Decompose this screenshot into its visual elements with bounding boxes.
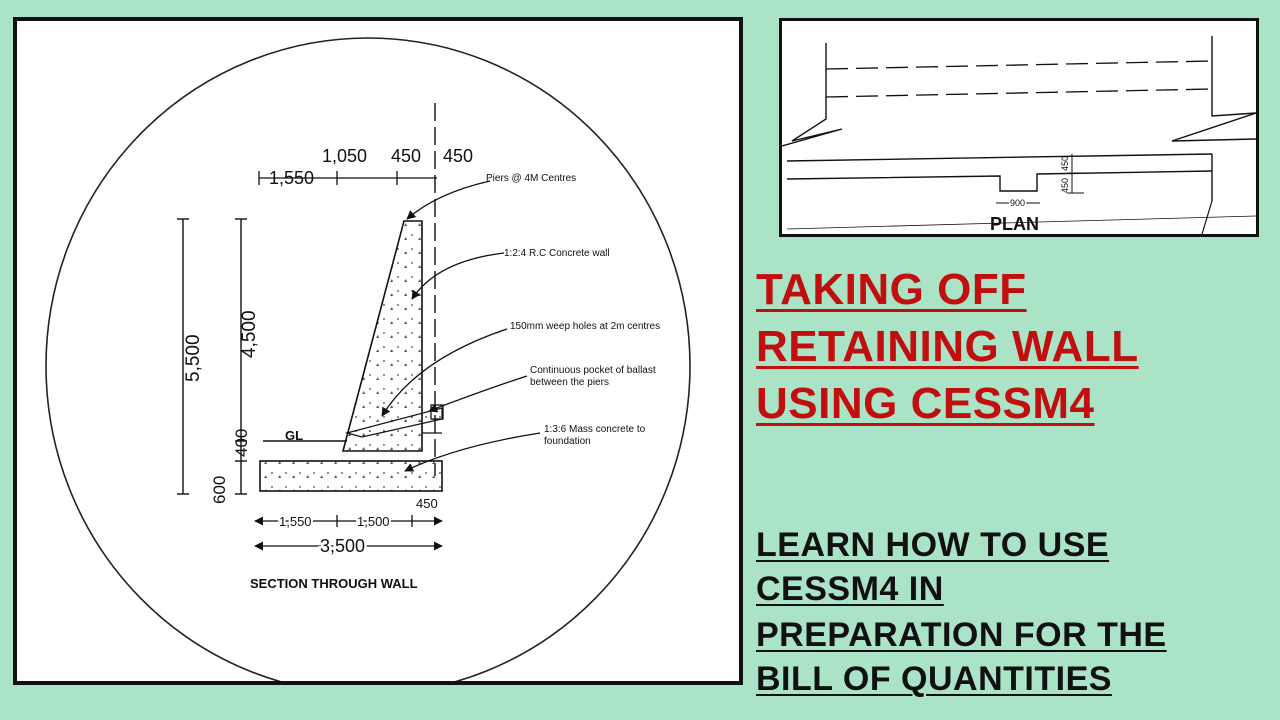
foundation-base xyxy=(259,460,443,492)
section-title: SECTION THROUGH WALL xyxy=(250,576,418,591)
top-dim-a: 1,050 xyxy=(322,146,367,166)
bottom-dim-toe: 450 xyxy=(416,496,438,511)
left-dim-foundation: 600 xyxy=(210,476,229,504)
subhead-line-1: LEARN HOW TO USE xyxy=(756,526,1110,564)
section-drawing: 1,050 450 450 1,550 5,500 4,500 400 600 … xyxy=(45,37,691,681)
bottom-dim-mid: 1,500 xyxy=(357,514,390,529)
annot-wall: 1:2:4 R.C Concrete wall xyxy=(504,248,610,259)
plan-dim-450-b: 450 xyxy=(1060,178,1070,193)
plan-dim-900: 900 xyxy=(1010,198,1025,208)
bottom-dim-total: 3,500 xyxy=(320,536,365,556)
wall-stem xyxy=(341,220,423,452)
top-dim-b: 450 xyxy=(391,146,421,166)
annot-weep: 150mm weep holes at 2m centres xyxy=(510,321,660,332)
annot-piers: Piers @ 4M Centres xyxy=(486,173,576,184)
plan-label: PLAN xyxy=(990,214,1039,234)
top-dim-c: 450 xyxy=(443,146,473,166)
section-drawing-panel: 1,050 450 450 1,550 5,500 4,500 400 600 … xyxy=(13,17,743,685)
annot-mass-2: foundation xyxy=(544,436,591,447)
plan-dim-450-a: 450 xyxy=(1060,156,1070,171)
annot-ballast-2: between the piers xyxy=(530,377,609,388)
gl-label: GL xyxy=(285,428,303,443)
top-dim-d: 1,550 xyxy=(269,168,314,188)
headline-line-2: RETAINING WALL xyxy=(756,322,1139,371)
headline-line-3: USING CESSM4 xyxy=(756,379,1095,428)
frame-circle xyxy=(45,37,691,681)
annot-ballast-1: Continuous pocket of ballast xyxy=(530,365,656,376)
annot-mass-1: 1:3:6 Mass concrete to xyxy=(544,424,646,435)
subhead-line-3: PREPARATION FOR THE xyxy=(756,616,1167,654)
headline-line-1: TAKING OFF xyxy=(756,265,1027,314)
bottom-dim-heel: 1,550 xyxy=(279,514,312,529)
subhead-line-2: CESSM4 IN xyxy=(756,570,944,608)
left-dim-gl: 400 xyxy=(232,429,251,457)
plan-drawing-panel: 450 450 900 PLAN xyxy=(779,18,1259,237)
left-dim-wall: 4,500 xyxy=(239,310,260,358)
left-dim-overall: 5,500 xyxy=(183,334,204,382)
subhead-line-4: BILL OF QUANTITIES xyxy=(756,660,1112,698)
plan-drawing: 450 450 900 PLAN xyxy=(782,36,1256,234)
